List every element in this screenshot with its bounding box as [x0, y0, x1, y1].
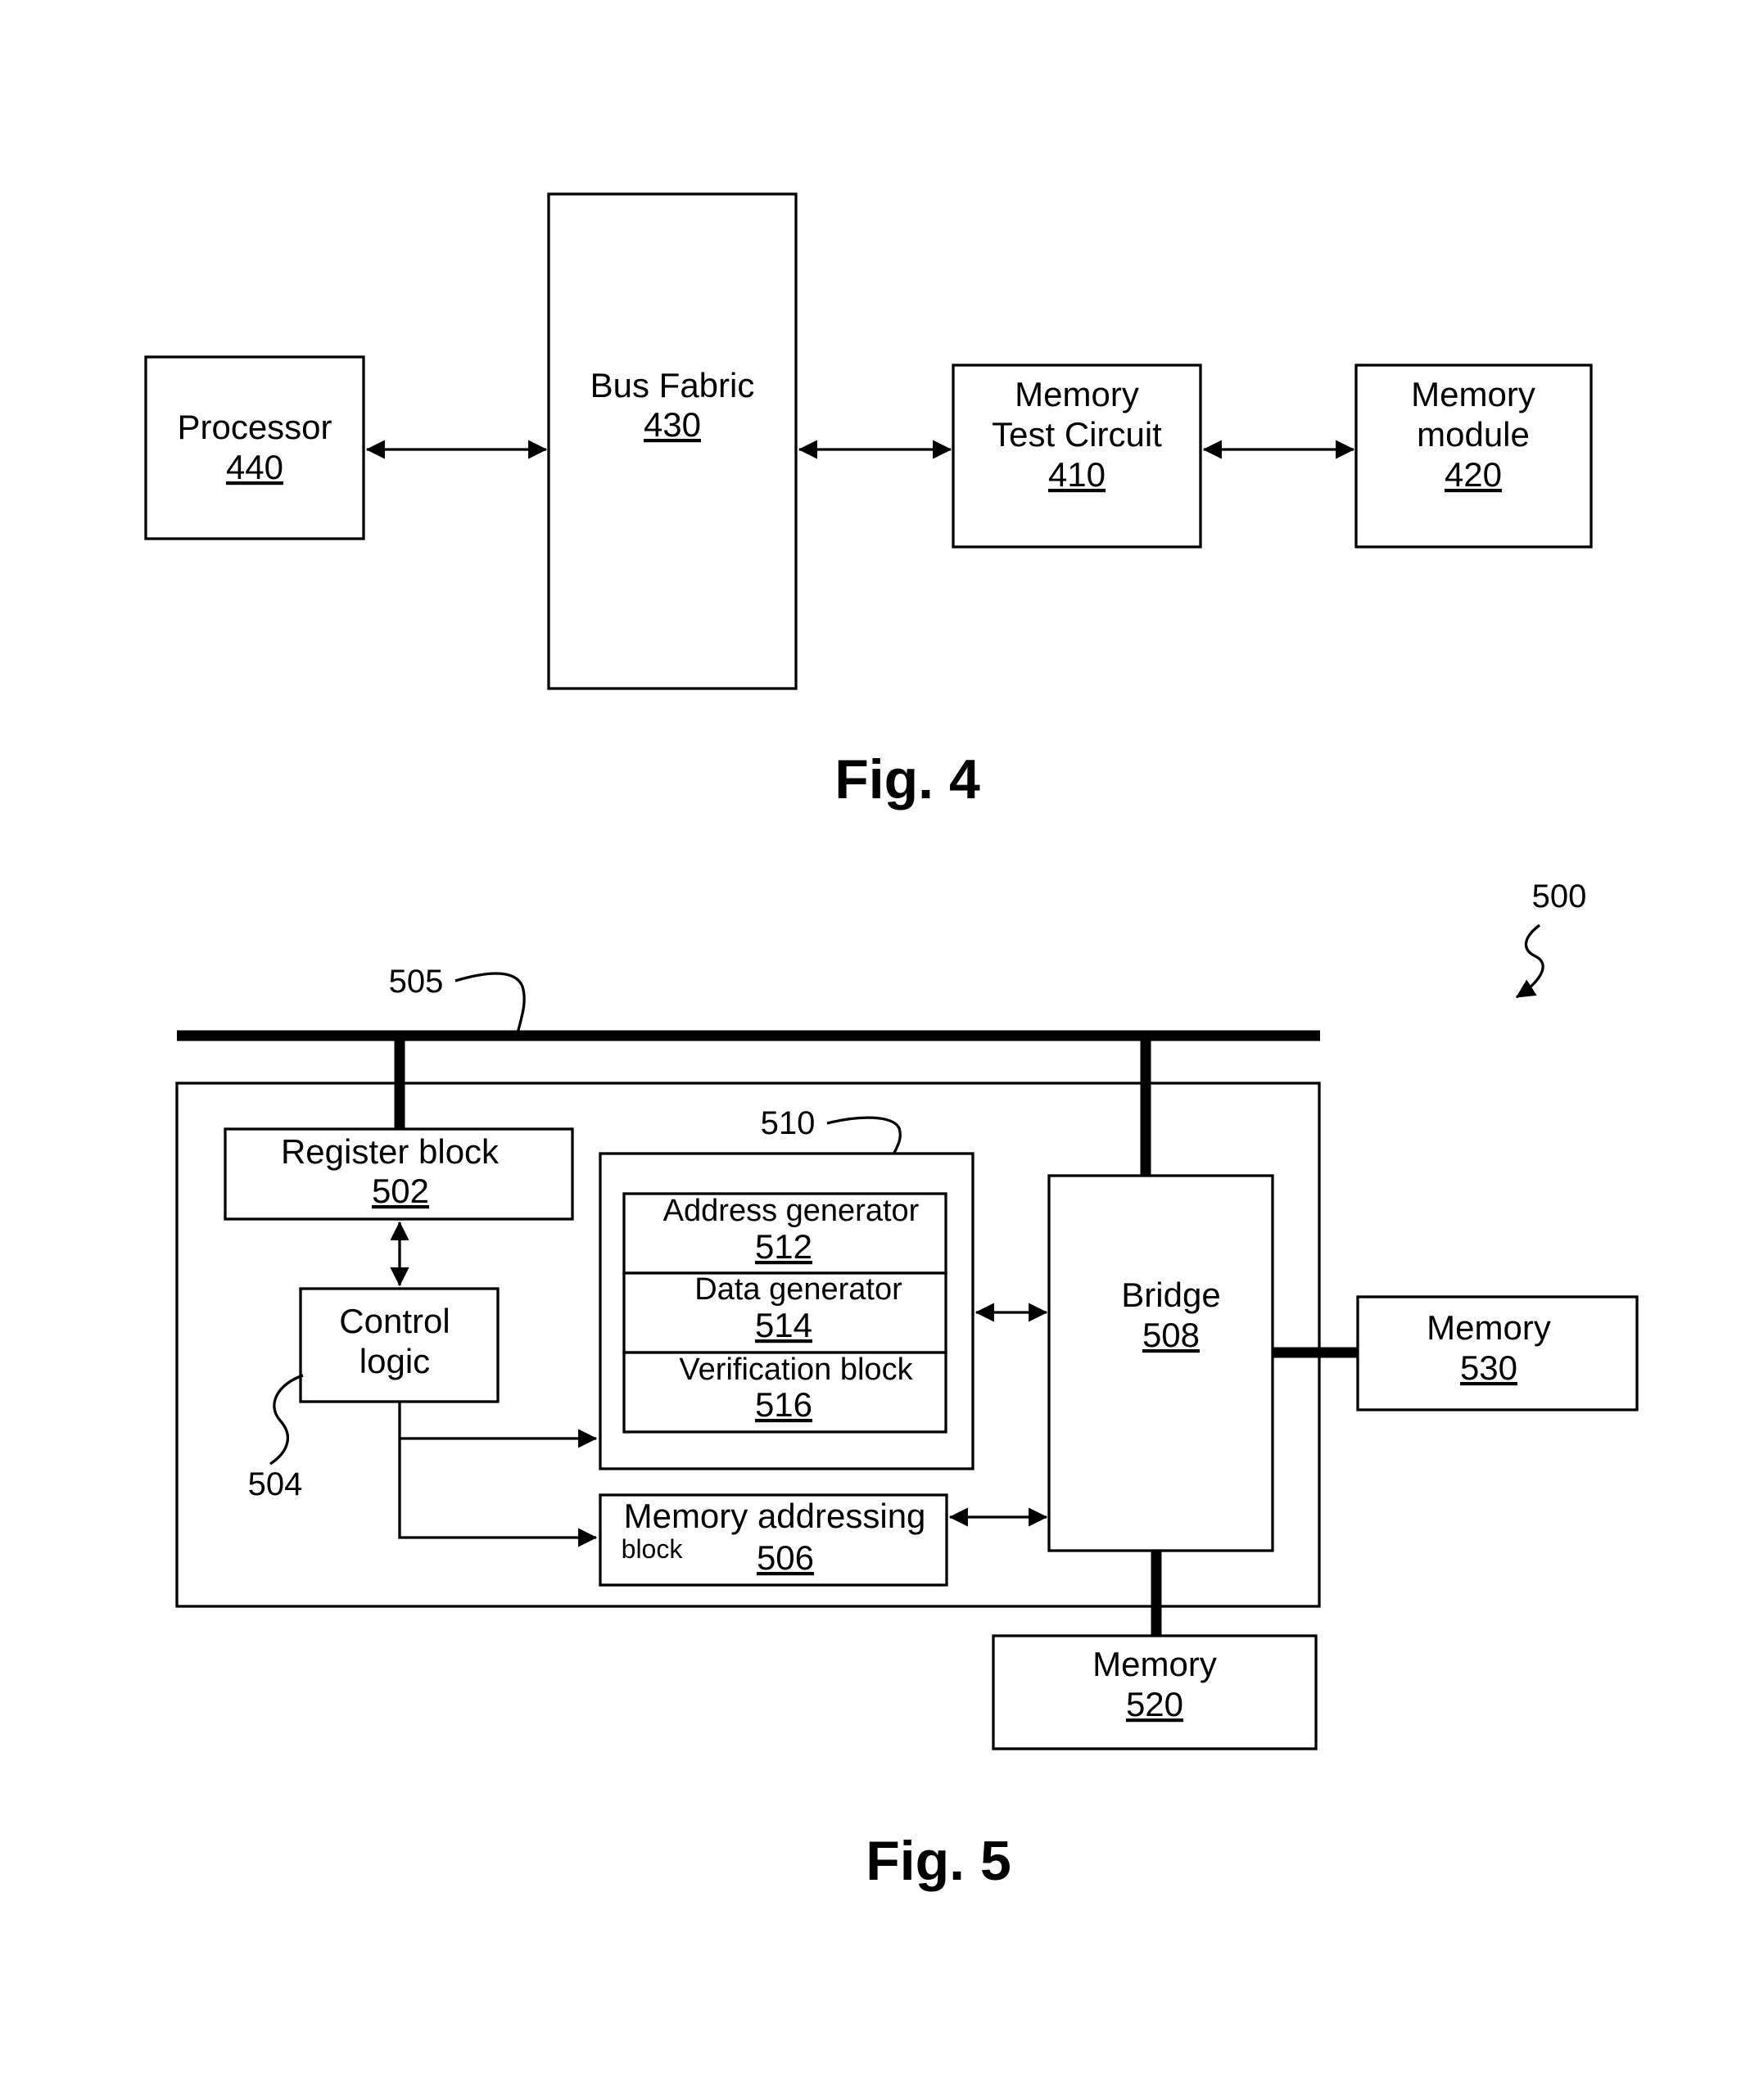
generator-group-ref-leader — [827, 1118, 900, 1153]
register-block-label: Register block — [281, 1132, 500, 1171]
memory-520-label: Memory — [1092, 1645, 1217, 1683]
address-generator-block: Address generator 512 — [624, 1194, 946, 1273]
memory-addressing-block: Memory addressing block 506 — [600, 1495, 947, 1585]
bus-fabric-block: Bus Fabric 430 — [549, 194, 796, 689]
generator-group-ref-510: 510 — [761, 1105, 816, 1141]
memory-530-block: Memory 530 — [1358, 1297, 1637, 1410]
figure-4: Processor 440 Bus Fabric 430 Memory Test… — [146, 194, 1591, 811]
address-generator-ref: 512 — [755, 1227, 812, 1266]
memory-module-block: Memory module 420 — [1356, 365, 1591, 547]
memory-530-label: Memory — [1427, 1308, 1551, 1347]
bus-ref-505: 505 — [389, 964, 444, 1000]
memory-520-ref: 520 — [1126, 1685, 1183, 1723]
bus-ref-leader — [455, 973, 524, 1033]
memory-addressing-label-2: block — [622, 1534, 684, 1564]
memory-test-circuit-ref: 410 — [1048, 455, 1106, 494]
figure-4-caption: Fig. 4 — [834, 748, 980, 811]
memory-test-circuit-label-2: Test Circuit — [992, 415, 1162, 454]
memory-530-ref: 530 — [1460, 1348, 1517, 1387]
arrow-control-to-memory-addressing — [400, 1402, 596, 1538]
bus-fabric-ref: 430 — [644, 405, 701, 444]
figure-5-caption: Fig. 5 — [866, 1830, 1011, 1892]
data-generator-block: Data generator 514 — [624, 1272, 946, 1353]
control-logic-label-2: logic — [359, 1342, 430, 1380]
memory-module-ref: 420 — [1445, 455, 1502, 494]
memory-test-circuit-label-1: Memory — [1015, 375, 1139, 413]
system-ref-pointer — [1517, 925, 1543, 997]
control-logic-ref-leader — [270, 1375, 303, 1464]
bus-fabric-label: Bus Fabric — [590, 366, 755, 404]
system-ref-500: 500 — [1532, 878, 1587, 915]
register-block: Register block 502 — [225, 1129, 572, 1219]
processor-ref: 440 — [226, 448, 283, 486]
verification-block-label: Verification block — [679, 1353, 913, 1387]
figure-5: 500 505 Register block 502 Control logic… — [177, 878, 1637, 1892]
memory-addressing-label-1: Memory addressing — [624, 1497, 926, 1535]
memory-addressing-ref: 506 — [757, 1538, 814, 1577]
processor-label: Processor — [177, 408, 332, 446]
control-logic-block: Control logic — [301, 1289, 498, 1402]
register-block-ref: 502 — [372, 1172, 429, 1210]
processor-block: Processor 440 — [146, 357, 364, 539]
data-generator-label: Data generator — [694, 1272, 902, 1307]
memory-test-circuit-block: Memory Test Circuit 410 — [953, 365, 1201, 547]
control-logic-ref-504: 504 — [248, 1466, 303, 1502]
bridge-block: Bridge 508 — [1049, 1176, 1273, 1551]
verification-block-ref: 516 — [755, 1385, 812, 1424]
bridge-label: Bridge — [1121, 1276, 1220, 1314]
data-generator-ref: 514 — [755, 1306, 812, 1344]
memory-520-block: Memory 520 — [993, 1636, 1316, 1749]
address-generator-label: Address generator — [663, 1194, 920, 1228]
control-logic-label-1: Control — [339, 1302, 450, 1340]
bridge-ref: 508 — [1142, 1316, 1200, 1354]
verification-block: Verification block 516 — [624, 1353, 946, 1432]
memory-module-label-2: module — [1417, 415, 1530, 454]
memory-module-label-1: Memory — [1411, 375, 1535, 413]
